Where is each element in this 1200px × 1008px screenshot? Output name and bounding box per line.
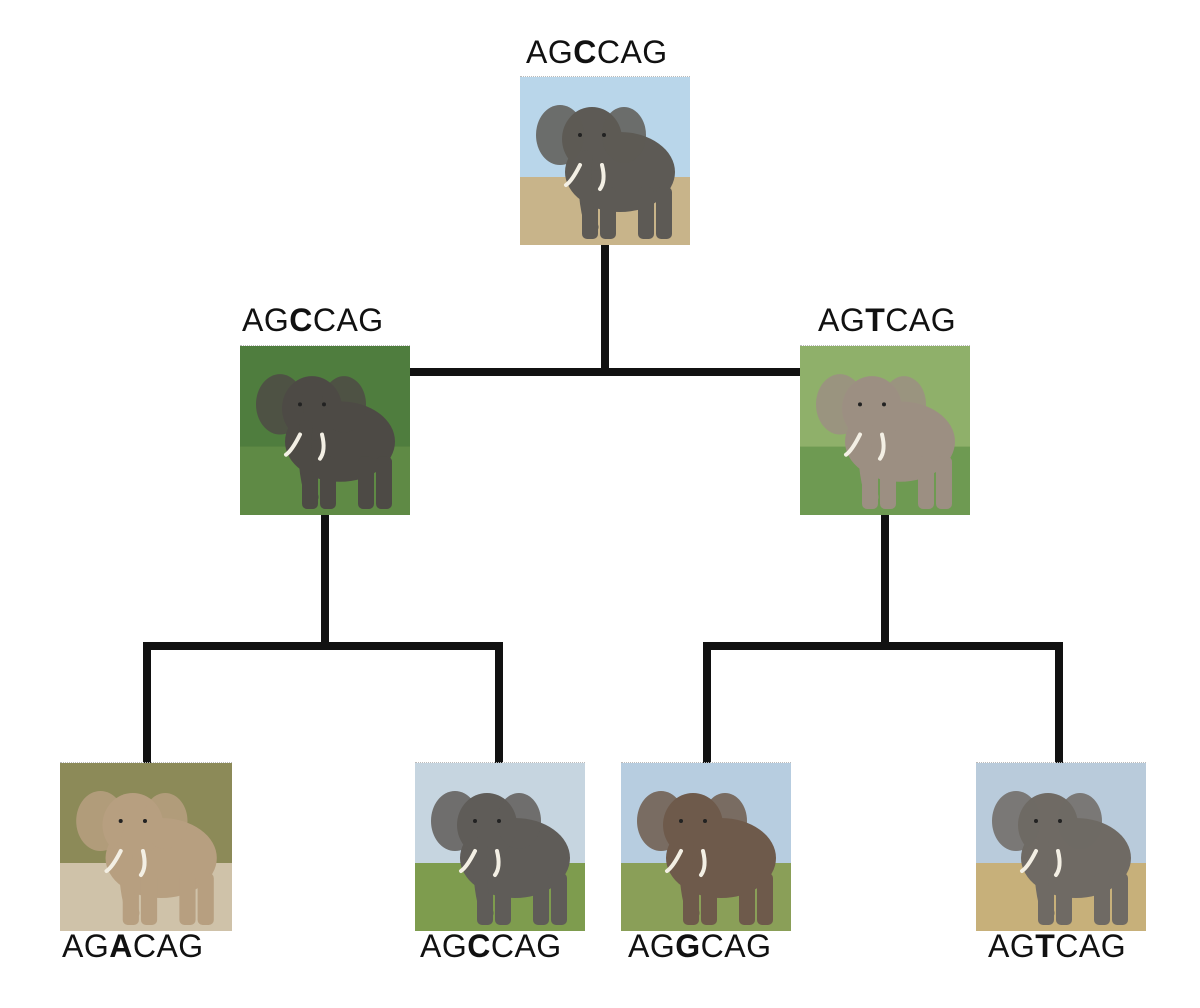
sequence-label: AGACAG — [62, 928, 204, 964]
elephant-icon — [240, 346, 410, 515]
elephant-icon — [520, 77, 690, 245]
elephant-photo — [415, 762, 585, 931]
elephant-icon — [621, 763, 791, 931]
elephant-photo — [800, 345, 970, 515]
elephant-photo — [976, 762, 1146, 931]
elephant-icon — [60, 763, 232, 931]
sequence-label: AGTCAG — [818, 302, 957, 338]
sequence-label: AGTCAG — [988, 928, 1127, 964]
sequence-label: AGCCAG — [242, 302, 384, 338]
elephant-icon — [800, 346, 970, 515]
elephant-photo — [520, 76, 690, 245]
elephant-icon — [976, 763, 1146, 931]
sequence-label: AGGCAG — [628, 928, 772, 964]
elephant-icon — [415, 763, 585, 931]
elephant-photo — [60, 762, 232, 931]
sequence-label: AGCCAG — [526, 34, 668, 70]
elephant-photo — [621, 762, 791, 931]
sequence-label: AGCCAG — [420, 928, 562, 964]
elephant-photo — [240, 345, 410, 515]
